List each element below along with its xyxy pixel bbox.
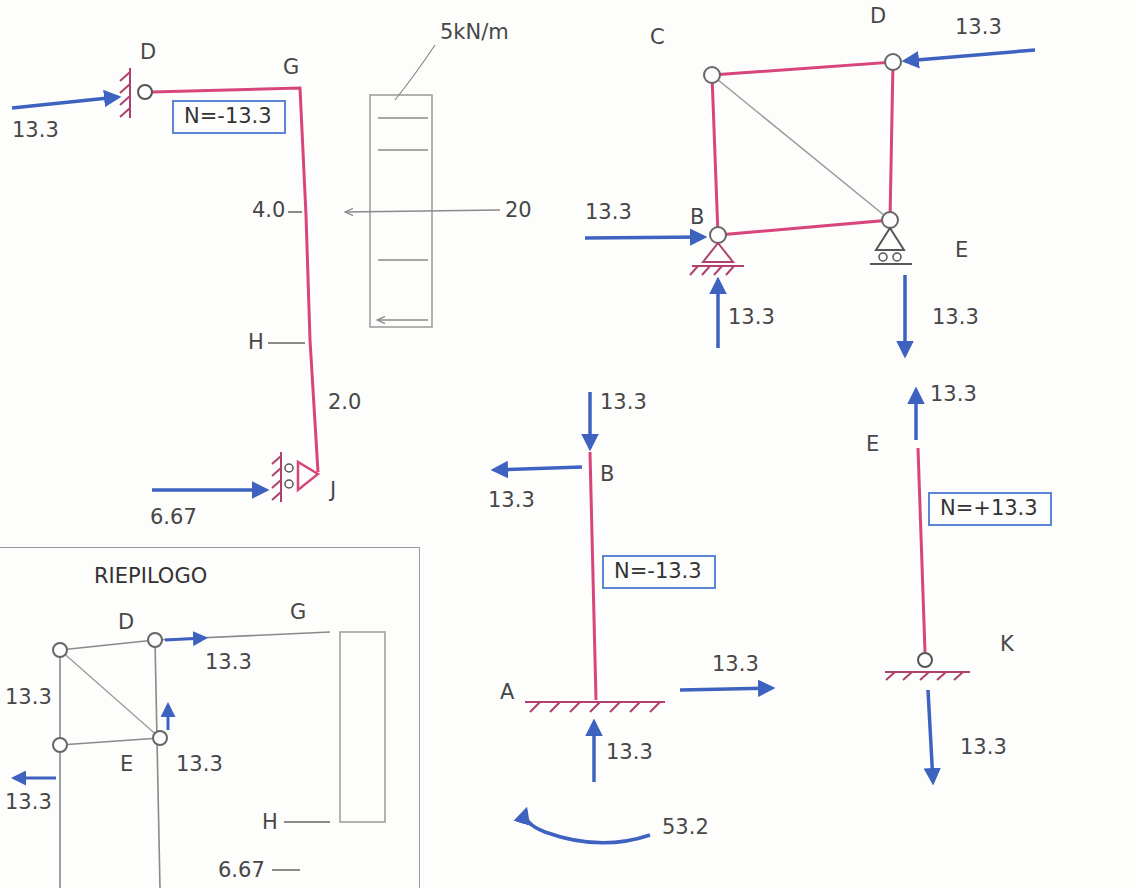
point-name: G (283, 55, 299, 80)
panel-heading: RIEPILOGO (94, 564, 207, 589)
force-arrow (905, 50, 1035, 61)
force-arrow (588, 392, 592, 448)
hinge (710, 227, 726, 243)
force-arrow (585, 237, 704, 238)
point-name: H (248, 330, 264, 355)
point-name: E (120, 752, 133, 777)
reaction-arrow (928, 690, 933, 782)
roller (285, 480, 293, 488)
roller (879, 253, 887, 261)
force-value: 13.3 (5, 790, 52, 815)
load-value: 5kN/m (440, 20, 509, 45)
force-value: 13.3 (606, 740, 653, 765)
force-value: 13.3 (585, 200, 632, 225)
diagonal-member (60, 650, 160, 738)
force-value: 6.67 (218, 858, 265, 883)
axial-force-value: N=+13.3 (940, 496, 1040, 521)
force-value: 13.3 (488, 488, 535, 513)
point-name: C (650, 25, 665, 50)
diagonal-member (712, 75, 890, 220)
force-arrow (494, 467, 582, 470)
axial-force-value: N=-13.3 (184, 104, 274, 129)
pin-support (885, 672, 970, 680)
hinge (918, 653, 932, 667)
support-hatch (120, 68, 130, 118)
force-value: 13.3 (930, 382, 977, 407)
axial-force-box: N=-13.3 (172, 100, 286, 134)
support-hatch (272, 452, 281, 502)
moment-value: 53.2 (662, 815, 709, 840)
moment-arrow (525, 810, 650, 843)
force-arrow (165, 638, 205, 640)
axial-force-box: N=+13.3 (928, 492, 1052, 526)
point-name: E (955, 238, 968, 263)
summary-panel: RIEPILOGO (0, 547, 420, 888)
point-name: B (690, 205, 704, 230)
reaction-arrow (716, 280, 720, 348)
force-value: 20 (505, 198, 532, 223)
point-name: D (870, 4, 886, 29)
tick-mark (268, 212, 305, 343)
frame-member (152, 88, 318, 472)
point-name: H (262, 810, 278, 835)
force-arrow (14, 777, 56, 780)
leader-line (395, 45, 435, 100)
force-arrow (914, 390, 918, 440)
force-value: 13.3 (960, 735, 1007, 760)
force-arrow (167, 705, 170, 730)
point-name: D (140, 40, 156, 65)
roller-support (870, 228, 912, 264)
point-name: G (290, 600, 306, 625)
resultant-arrow (346, 210, 500, 212)
load-arrow (378, 118, 428, 320)
diagram-outline (340, 632, 385, 822)
force-arrow (152, 488, 266, 492)
force-value: 13.3 (955, 15, 1002, 40)
force-value: 13.3 (5, 685, 52, 710)
axial-force-value: N=-13.3 (614, 559, 704, 584)
force-value: 13.3 (205, 650, 252, 675)
force-value: 13.3 (932, 305, 979, 330)
frame-member (712, 62, 893, 235)
hinge (53, 738, 67, 752)
fixed-support (525, 702, 665, 712)
force-value: 13.3 (176, 752, 223, 777)
reaction-arrow (592, 722, 596, 782)
point-name: J (330, 478, 336, 503)
force-value: 13.3 (728, 305, 775, 330)
force-value: 13.3 (12, 118, 59, 143)
support-triangle (298, 462, 318, 490)
reaction-arrow (680, 688, 772, 690)
point-name: B (600, 462, 614, 487)
point-name: D (118, 610, 134, 635)
axial-force-box: N=-13.3 (602, 555, 716, 589)
hinge (138, 85, 152, 99)
hinge (704, 67, 720, 83)
force-value: 13.3 (600, 390, 647, 415)
hinge (148, 633, 162, 647)
roller (893, 253, 901, 261)
dimension: 4.0 (252, 198, 285, 223)
hinge (53, 643, 67, 657)
force-arrow (12, 97, 118, 108)
summary-frame (60, 632, 330, 888)
reaction-arrow (903, 275, 907, 355)
point-name: K (1000, 632, 1014, 657)
tick-mark (272, 822, 330, 870)
hinge (882, 212, 898, 228)
dimension: 2.0 (328, 390, 361, 415)
hinge (885, 54, 901, 70)
roller (285, 464, 293, 472)
force-value: 6.67 (150, 505, 197, 530)
point-name: E (866, 432, 879, 457)
force-value: 13.3 (712, 652, 759, 677)
pin-support (690, 243, 744, 275)
column-member (590, 452, 596, 700)
column-member (918, 448, 925, 652)
hinge (153, 731, 167, 745)
point-name: A (500, 680, 514, 705)
